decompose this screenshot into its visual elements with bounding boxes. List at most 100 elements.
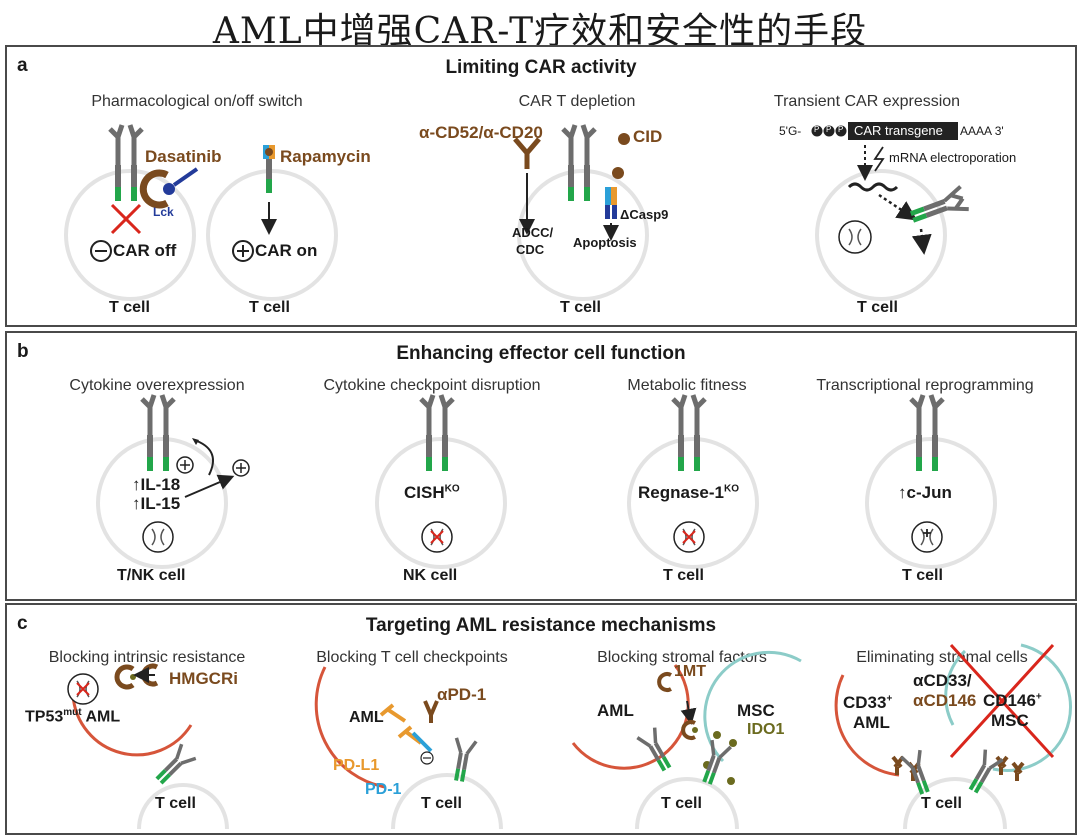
- panel-c: c Targeting AML resistance mechanisms Bl…: [5, 603, 1077, 835]
- label-cdc: CDC: [516, 242, 545, 257]
- cid-dot-icon: [618, 133, 630, 145]
- label-tp53-mut-aml: TP53mut AML: [25, 707, 121, 726]
- lightning-icon: [873, 146, 885, 172]
- t-cell-regnase: [627, 437, 759, 569]
- label-aml: AML: [349, 709, 384, 726]
- label-ppp-1: P: [814, 125, 820, 134]
- label-anti-cd146: αCD146: [913, 691, 977, 710]
- minus-icon: [420, 751, 434, 765]
- label-lck: Lck: [153, 205, 174, 219]
- label-apoptosis: Apoptosis: [573, 235, 637, 250]
- label-t-cell: T cell: [421, 795, 462, 812]
- 1mt-inhibitor-icon: [657, 672, 672, 692]
- car-receptor-horizontal-icon: [636, 727, 672, 772]
- bispecific-antibody-icon: [891, 755, 1025, 781]
- label-pd1: PD-1: [365, 781, 402, 798]
- anti-pd1-antibody-icon: [423, 700, 439, 723]
- label-ppp-3: P: [838, 125, 844, 134]
- car-receptor-horizontal-icon: [900, 749, 930, 795]
- panel-c-letter: c: [17, 613, 28, 634]
- label-tnk-cell: T/NK cell: [117, 567, 186, 584]
- panel-c-title: Targeting AML resistance mechanisms: [365, 615, 717, 636]
- label-t-cell: T cell: [902, 567, 943, 584]
- label-t-cell: T cell: [249, 299, 290, 316]
- label-cid: CID: [633, 127, 663, 146]
- kynurenine-dot-icon: [729, 739, 737, 747]
- label-pdl1: PD-L1: [333, 757, 380, 774]
- label-rapamycin: Rapamycin: [280, 147, 371, 166]
- panel-b-letter: b: [17, 341, 29, 362]
- label-regnase-ko: Regnase-1KO: [638, 483, 739, 502]
- label-anti-pd1: αPD-1: [437, 685, 487, 704]
- label-t-cell: T cell: [560, 299, 601, 316]
- subtitle-cytokine-overexpression: Cytokine overexpression: [69, 377, 245, 394]
- label-car-off: CAR off: [113, 241, 177, 260]
- label-msc: MSC: [737, 701, 775, 720]
- label-car-on: CAR on: [255, 241, 318, 260]
- label-cd146-plus: CD146+: [983, 691, 1042, 710]
- panel-b-title: Enhancing effector cell function: [396, 343, 686, 364]
- subtitle-cart-depletion: CAR T depletion: [518, 93, 636, 110]
- t-cell-depletion: [517, 169, 649, 301]
- label-cish-ko: CISHKO: [404, 483, 460, 502]
- label-aml: AML: [597, 701, 634, 720]
- t-cell-transient: [815, 169, 947, 301]
- car-receptor-horizontal-icon: [454, 737, 478, 782]
- t-cell-cjun: [865, 437, 997, 569]
- t-cell-car-on: [206, 169, 338, 301]
- label-antibodies: α-CD52/α-CD20: [419, 123, 543, 142]
- subtitle-onoff-switch: Pharmacological on/off switch: [91, 93, 303, 110]
- subtitle-transient-expression: Transient CAR expression: [773, 93, 961, 110]
- label-adcc: ADCC/: [512, 225, 554, 240]
- hmgcr-enzyme-icon: [114, 664, 136, 690]
- label-hmgcri: HMGCRi: [169, 669, 238, 688]
- label-t-cell: T cell: [661, 795, 702, 812]
- label-cjun: ↑c-Jun: [898, 483, 952, 502]
- label-car-transgene: CAR transgene: [854, 123, 943, 138]
- label-ppp-2: P: [826, 125, 832, 134]
- pdl1-icon: [379, 703, 423, 745]
- label-t-cell: T cell: [155, 795, 196, 812]
- antibody-icon: [513, 137, 541, 169]
- label-t-cell: T cell: [663, 567, 704, 584]
- label-nk-cell: NK cell: [403, 567, 458, 584]
- label-t-cell: T cell: [857, 299, 898, 316]
- label-mrna-3prime: AAAA 3': [960, 124, 1004, 138]
- label-aml: AML: [853, 713, 890, 732]
- label-il18: ↑IL-18: [132, 475, 181, 494]
- label-casp9: ΔCasp9: [620, 207, 669, 222]
- car-receptor-horizontal-icon: [968, 749, 1004, 794]
- label-msc: MSC: [991, 711, 1029, 730]
- label-cd33-plus: CD33+: [843, 693, 893, 712]
- subtitle-metabolic-fitness: Metabolic fitness: [627, 377, 747, 394]
- t-cell-car-off: [64, 169, 196, 301]
- panel-a: a Limiting CAR activity Pharmacological …: [5, 45, 1077, 327]
- subtitle-checkpoints: Blocking T cell checkpoints: [316, 649, 508, 666]
- label-dasatinib: Dasatinib: [145, 147, 222, 166]
- plus-icon: [232, 459, 250, 477]
- kynurenine-dot-icon: [713, 731, 721, 739]
- subtitle-eliminating-stromal: Eliminating stromal cells: [856, 649, 1028, 666]
- subtitle-transcriptional-reprogramming: Transcriptional reprogramming: [816, 377, 1034, 394]
- nucleus-dna-knockout-icon: [67, 673, 99, 705]
- kynurenine-dot-icon: [703, 761, 711, 769]
- label-t-cell: T cell: [109, 299, 150, 316]
- hmgcr-inhibitor-icon: [141, 663, 159, 687]
- panel-b: b Enhancing effector cell function Cytok…: [5, 331, 1077, 601]
- label-t-cell: T cell: [921, 795, 962, 812]
- label-1mt: 1MT: [674, 663, 706, 680]
- car-receptor-horizontal-icon: [155, 743, 197, 785]
- label-anti-cd33: αCD33/: [913, 671, 972, 690]
- label-il15: ↑IL-15: [132, 494, 181, 513]
- subtitle-intrinsic-resistance: Blocking intrinsic resistance: [48, 649, 246, 666]
- label-mrna-5prime: 5'G-: [779, 124, 802, 138]
- subtitle-cytokine-checkpoint: Cytokine checkpoint disruption: [323, 377, 541, 394]
- panel-a-title: Limiting CAR activity: [445, 57, 637, 78]
- panel-a-letter: a: [17, 55, 28, 76]
- label-electroporation: mRNA electroporation: [889, 150, 1017, 165]
- kynurenine-dot-icon: [727, 777, 735, 785]
- pd1-icon: [411, 731, 433, 753]
- label-ido1: IDO1: [747, 721, 785, 738]
- car-receptor-horizontal-icon: [702, 739, 732, 785]
- ido1-enzyme-icon: [681, 720, 698, 740]
